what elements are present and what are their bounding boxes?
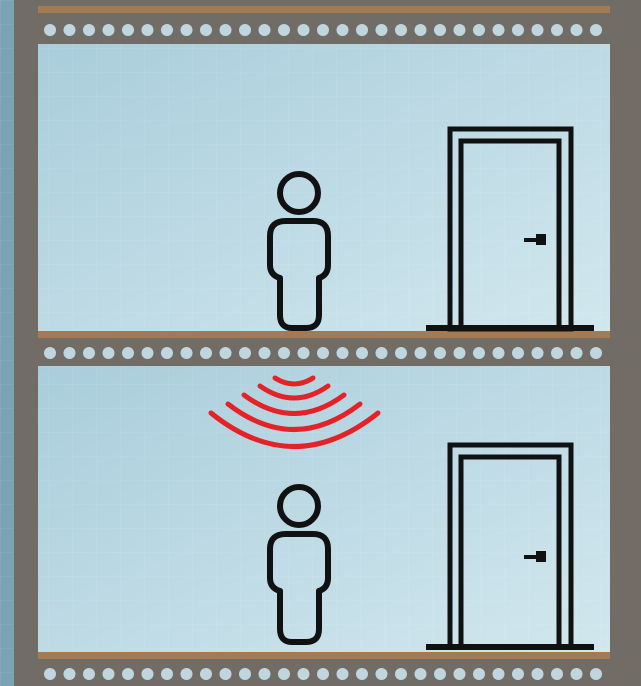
slab-dot (64, 668, 76, 680)
slab-dots (44, 347, 602, 359)
slab-dot (356, 24, 368, 36)
slab-dot (278, 347, 290, 359)
slab-dot (571, 668, 583, 680)
slab-dot (376, 347, 388, 359)
floor-strip (38, 652, 610, 659)
slab-dot (181, 347, 193, 359)
slab-dot (103, 24, 115, 36)
slab-dot (551, 347, 563, 359)
slab-dot (220, 347, 232, 359)
slab-dot (239, 668, 251, 680)
slab-dot (493, 347, 505, 359)
slab-dot (590, 347, 602, 359)
slab-dot (415, 24, 427, 36)
slab-dot (83, 668, 95, 680)
slab-dot (454, 24, 466, 36)
slab-dot (278, 24, 290, 36)
slab-dot (532, 668, 544, 680)
slab-dot (200, 24, 212, 36)
room-grid (38, 44, 610, 332)
slab-dot (220, 24, 232, 36)
slab-dot (434, 347, 446, 359)
slab-dot (512, 668, 524, 680)
slab-dot (473, 24, 485, 36)
slab-dot (493, 668, 505, 680)
slab-dot (356, 347, 368, 359)
slab-dot (259, 347, 271, 359)
slab-dot (395, 668, 407, 680)
slab-dot (532, 347, 544, 359)
slab-dot (317, 347, 329, 359)
door-handle-icon (536, 551, 546, 562)
ceiling-strip (38, 6, 610, 13)
slab-dot (298, 24, 310, 36)
slab-dots (44, 668, 602, 680)
slab-dot (337, 347, 349, 359)
slab-dot (44, 668, 56, 680)
slab-dot (337, 24, 349, 36)
slab-dot (83, 347, 95, 359)
slab-dot (220, 668, 232, 680)
slab-dot (512, 347, 524, 359)
slab-dots (44, 24, 602, 36)
slab-dot (356, 668, 368, 680)
slab-dot (532, 24, 544, 36)
slab-dot (415, 347, 427, 359)
slab-dot (590, 668, 602, 680)
slab-dot (142, 24, 154, 36)
slab-dot (200, 347, 212, 359)
slab-dot (571, 347, 583, 359)
slab-dot (103, 347, 115, 359)
door-handle-icon (536, 234, 546, 245)
slab-dot (454, 347, 466, 359)
slab-dot (434, 668, 446, 680)
slab-dot (259, 668, 271, 680)
slab-dot (376, 668, 388, 680)
slab-dot (337, 668, 349, 680)
slab-dot (142, 668, 154, 680)
slab-dot (298, 668, 310, 680)
slab-dot (551, 24, 563, 36)
slab-dot (122, 668, 134, 680)
slab-dot (64, 24, 76, 36)
slab-dot (122, 347, 134, 359)
slab-dot (44, 347, 56, 359)
slab-dot (551, 668, 563, 680)
slab-dot (376, 24, 388, 36)
slab-dot (493, 24, 505, 36)
slab-dot (44, 24, 56, 36)
slab-dot (161, 668, 173, 680)
slab-dot (434, 24, 446, 36)
slab-dot (83, 24, 95, 36)
slab-dot (122, 24, 134, 36)
slab-dot (415, 668, 427, 680)
floor-strip (38, 331, 610, 338)
slab-dot (395, 24, 407, 36)
slab-dot (317, 668, 329, 680)
slab-dot (571, 24, 583, 36)
slab-dot (161, 24, 173, 36)
slab-dot (454, 668, 466, 680)
slab-dot (317, 24, 329, 36)
slab-dot (181, 668, 193, 680)
slab-dot (161, 347, 173, 359)
slab-dot (142, 347, 154, 359)
slab-dot (64, 347, 76, 359)
slab-dot (200, 668, 212, 680)
slab-dot (395, 347, 407, 359)
slab-dot (181, 24, 193, 36)
slab-dot (103, 668, 115, 680)
slab-dot (298, 347, 310, 359)
slab-dot (473, 347, 485, 359)
slab-dot (590, 24, 602, 36)
slab-dot (239, 347, 251, 359)
upper-floor (38, 44, 610, 332)
slab-dot (512, 24, 524, 36)
slab-dot (473, 668, 485, 680)
slab-dot (259, 24, 271, 36)
slab-dot (239, 24, 251, 36)
slab-dot (278, 668, 290, 680)
